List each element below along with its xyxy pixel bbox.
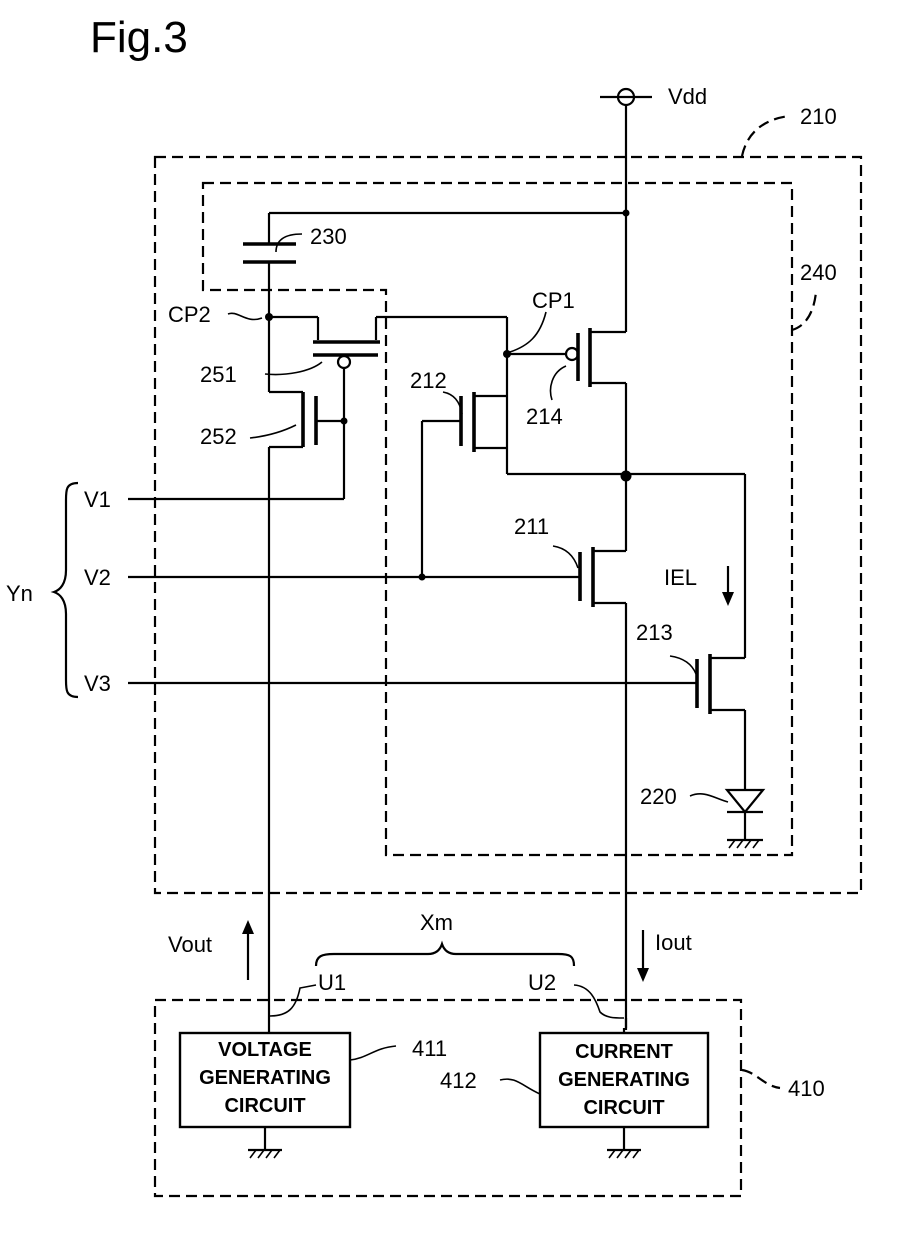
vgc-ground-hatch bbox=[250, 1150, 280, 1158]
transistor-252-label: 252 bbox=[200, 424, 237, 449]
oled-220-symbol bbox=[727, 790, 763, 812]
vout-label: Vout bbox=[168, 932, 212, 957]
transistor-212-label: 212 bbox=[410, 368, 447, 393]
vgc-label: 411 bbox=[412, 1036, 447, 1061]
vout-arrow-head bbox=[242, 920, 254, 934]
capacitor-230-label: 230 bbox=[310, 224, 347, 249]
scan-lines-brace bbox=[54, 483, 78, 697]
cgc-line-1: CURRENT bbox=[575, 1041, 673, 1063]
u1-label: U1 bbox=[318, 970, 346, 995]
cgc-leader bbox=[500, 1079, 540, 1094]
cgc-ground-hatch bbox=[609, 1150, 639, 1158]
current-iel-label: IEL bbox=[664, 565, 697, 590]
cgc-line-3: CIRCUIT bbox=[583, 1097, 664, 1119]
iout-label: Iout bbox=[655, 930, 692, 955]
current-iel-arrow-head bbox=[722, 592, 734, 606]
figure-title: Fig.3 bbox=[90, 13, 188, 62]
transistor-212-leader bbox=[443, 392, 462, 414]
scan-line-v2-label: V2 bbox=[84, 565, 111, 590]
transistor-213-leader bbox=[670, 656, 696, 674]
node-cp1-label: CP1 bbox=[532, 288, 575, 313]
data-line-group-label: Xm bbox=[420, 910, 453, 935]
oled-220-leader bbox=[690, 794, 728, 802]
transistor-251-bubble bbox=[338, 356, 350, 368]
driver-leader bbox=[742, 1070, 780, 1088]
node-cp2-label: CP2 bbox=[168, 302, 211, 327]
transistor-251-label: 251 bbox=[200, 362, 237, 387]
driver-label: 410 bbox=[788, 1076, 825, 1101]
vgc-leader bbox=[350, 1046, 396, 1060]
node-cp1-dot bbox=[503, 350, 511, 358]
pixel-circuit-label: 210 bbox=[800, 104, 837, 129]
transistor-252-leader bbox=[250, 425, 296, 438]
oled-ground-hatch bbox=[729, 840, 759, 848]
transistor-211-label: 211 bbox=[514, 514, 549, 539]
node-cp2-leader bbox=[228, 313, 262, 319]
dashed-block-label: 240 bbox=[800, 260, 837, 285]
transistor-251-leader bbox=[265, 362, 322, 375]
transistor-214-leader bbox=[551, 366, 566, 400]
transistor-213-label: 213 bbox=[636, 620, 673, 645]
pixel-circuit-boundary bbox=[155, 157, 861, 893]
cgc-line-2: GENERATING bbox=[558, 1069, 690, 1091]
junction-252-gate bbox=[341, 418, 348, 425]
dashed-block-240-boundary bbox=[203, 183, 792, 855]
iout-arrow-head bbox=[637, 968, 649, 982]
oled-220-label: 220 bbox=[640, 784, 677, 809]
vgc-line-3: CIRCUIT bbox=[224, 1095, 305, 1117]
scan-lines-group-label: Yn bbox=[6, 581, 33, 606]
cgc-label: 412 bbox=[440, 1068, 477, 1093]
transistor-211-leader bbox=[553, 546, 578, 568]
u2-label: U2 bbox=[528, 970, 556, 995]
scan-line-v1-label: V1 bbox=[84, 487, 111, 512]
vgc-line-1: VOLTAGE bbox=[218, 1039, 312, 1061]
scan-line-v3-label: V3 bbox=[84, 671, 111, 696]
data-line-brace bbox=[316, 944, 574, 966]
u2-leader bbox=[574, 985, 624, 1018]
vdd-label: Vdd bbox=[668, 84, 707, 109]
transistor-214-label: 214 bbox=[526, 404, 563, 429]
vgc-line-2: GENERATING bbox=[199, 1067, 331, 1089]
junction-v2 bbox=[419, 574, 426, 581]
node-cp1-leader bbox=[510, 312, 546, 352]
pixel-circuit-leader bbox=[742, 116, 790, 156]
dashed-block-leader bbox=[792, 292, 816, 330]
